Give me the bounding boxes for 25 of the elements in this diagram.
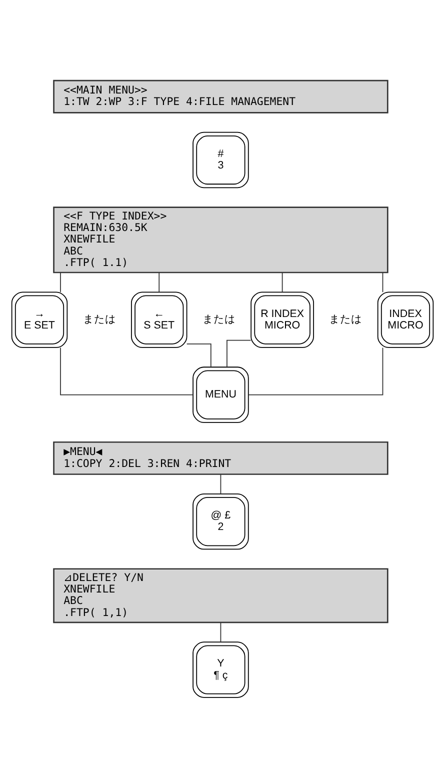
node-box: <<F TYPE INDEX>> REMAIN:630.5K XNEWFILE ABC .FTP( 1.1) xyxy=(53,206,388,273)
node-box: MENU xyxy=(192,366,249,422)
node-box: @ £ 2 xyxy=(192,492,249,550)
connector xyxy=(248,346,384,395)
node-box: R INDEX MICRO xyxy=(250,291,314,348)
connector xyxy=(60,346,194,395)
label: または xyxy=(82,312,116,326)
node-box: <<MAIN MENU>> 1:TW 2:WP 3:F TYPE 4:FILE MANAGEMENT xyxy=(53,79,388,113)
connector xyxy=(158,272,160,292)
node-box: INDEX MICRO xyxy=(377,291,434,348)
node-box: Y ¶ ç xyxy=(192,641,249,698)
connector xyxy=(220,474,222,494)
connector xyxy=(382,272,384,292)
node-box: ← S SET xyxy=(131,291,188,348)
node-box: ⊿DELETE? Y/N XNEWFILE ABC .FTP( 1,1) xyxy=(53,568,388,623)
connector xyxy=(186,342,212,367)
label: または xyxy=(329,312,362,326)
node-box: # 3 xyxy=(192,131,249,188)
label: または xyxy=(202,312,236,326)
connector xyxy=(226,339,252,367)
node-box: ▶MENU◀ 1:COPY 2:DEL 3:REN 4:PRINT xyxy=(53,440,388,474)
connector xyxy=(220,622,222,642)
connector xyxy=(60,272,61,292)
connector xyxy=(282,272,283,292)
node-box: → E SET xyxy=(11,291,68,348)
